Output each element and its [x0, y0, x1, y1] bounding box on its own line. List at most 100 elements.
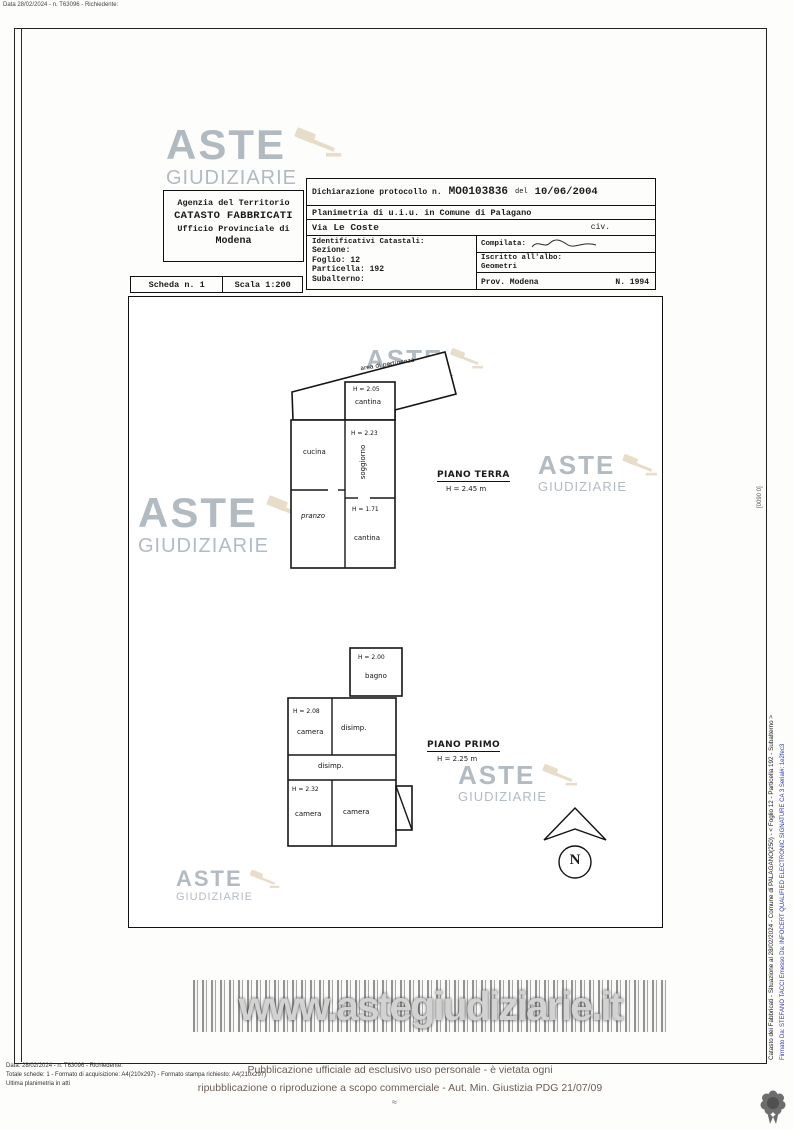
piano-primo-floorplan [287, 647, 413, 847]
albo-value: Geometri [481, 263, 518, 271]
foglio-field: Foglio: 12 [312, 255, 361, 265]
watermark-text: GIUDIZIARIE [138, 535, 270, 557]
watermark-text: ASTE [458, 760, 536, 790]
gavel-icon [249, 869, 279, 888]
declaration-label: Dichiarazione protocollo n. [312, 187, 442, 197]
barcode-stripes [193, 980, 667, 1032]
watermark-text: GIUDIZIARIE [458, 789, 548, 804]
numero-value: N. 1994 [615, 278, 649, 287]
aste-watermark: ASTE GIUDIZIARIE [538, 452, 659, 493]
footer-meta-line: Ultima planimetria in atti [6, 1081, 71, 1087]
identificativi-label: Identificativi Catastali: [312, 238, 425, 246]
top-meta-text: Data 28/02/2024 - n. T63096 - Richiedent… [3, 2, 119, 8]
compilata-label: Compilata: [481, 240, 527, 248]
declaration-row: Dichiarazione protocollo n. MO0103836 de… [307, 179, 655, 206]
room-height-label: H = 2.23 [351, 430, 378, 437]
via-row: Via Le Coste civ. [307, 220, 655, 236]
agency-line: Ufficio Provinciale di [177, 224, 290, 234]
compiler-column: Compilata: Iscritto all'albo: Geometri P… [477, 236, 655, 289]
side-code-text: [0090 0] [757, 486, 763, 508]
del-label: del [515, 188, 528, 196]
planimetria-row: Planimetria di u.i.u. in Comune di Palag… [307, 206, 655, 220]
gavel-icon [294, 127, 342, 157]
footer-squiggle: ≈ [392, 1097, 397, 1107]
compilata-row: Compilata: [477, 236, 655, 253]
room-label-cantina: cantina [355, 398, 381, 406]
piano-primo-height: H = 2.25 m [437, 755, 478, 763]
page-frame [14, 28, 767, 1064]
page-frame-inner-line [21, 28, 22, 1062]
protocol-number: MO0103836 [448, 186, 509, 198]
watermark-text: ASTE [176, 866, 243, 891]
declaration-table: Dichiarazione protocollo n. MO0103836 de… [306, 178, 656, 290]
piano-terra-height: H = 2.45 m [446, 485, 487, 493]
room-label-pranzo: pranzo [301, 512, 326, 520]
sezione-field: Sezione: [312, 246, 351, 255]
legal-notice-line: ripubblicazione o riproduzione a scopo c… [197, 1082, 603, 1094]
gavel-icon [622, 453, 658, 476]
via-label: Via [312, 222, 328, 233]
via-value: Le Coste [333, 222, 379, 233]
footer-meta-line: Totale schede: 1 - Formato di acquisizio… [6, 1072, 267, 1078]
scheda-label: Scheda n. 1 [131, 277, 224, 292]
scala-label: Scala 1:200 [234, 279, 291, 290]
identifiers-section: Identificativi Catastali: Sezione: Fogli… [307, 236, 655, 289]
identifiers-column: Identificativi Catastali: Sezione: Fogli… [307, 236, 477, 289]
site-watermark-banner: www.astegiudiziarie.it [193, 980, 667, 1032]
room-height-label: H = 1.71 [352, 506, 379, 513]
gavel-icon [542, 763, 578, 786]
room-label-camera: camera [343, 808, 370, 816]
agency-line: Agenzia del Territorio [177, 198, 290, 208]
rosette-stamp-icon [760, 1090, 786, 1124]
footer-meta-line: Data: 28/02/2024 - n. T63096 - Richieden… [6, 1063, 123, 1069]
prov-row: Prov. Modena N. 1994 [477, 273, 655, 289]
aste-watermark: ASTE GIUDIZIARIE [166, 124, 344, 188]
room-label-disimp: disimp. [318, 762, 344, 770]
watermark-text: ASTE [166, 121, 287, 168]
aste-watermark: ASTE GIUDIZIARIE [138, 492, 316, 556]
aste-watermark: ASTE GIUDIZIARIE [458, 762, 579, 803]
iscritto-row: Iscritto all'albo: Geometri [477, 253, 655, 273]
north-arrow-icon [543, 806, 607, 879]
room-height-label: H = 2.08 [293, 708, 320, 715]
north-letter: N [569, 852, 581, 868]
room-label-cucina: cucina [303, 448, 326, 456]
subalterno-field: Subalterno: [312, 274, 365, 284]
watermark-text: GIUDIZIARIE [538, 479, 628, 494]
room-label-disimp: disimp. [341, 724, 367, 732]
piano-primo-title: PIANO PRIMO [427, 740, 501, 752]
legal-notice-line: Pubblicazione ufficiale ad esclusivo uso… [247, 1064, 553, 1076]
site-url-watermark: www.astegiudiziarie.it [238, 982, 624, 1029]
signature-scribble [531, 239, 597, 248]
room-height-label: H = 2.32 [292, 786, 319, 793]
watermark-text: ASTE [138, 489, 259, 536]
room-label-bagno: bagno [365, 672, 387, 680]
watermark-text: ASTE [538, 450, 616, 480]
ground-floor-outline [290, 419, 396, 569]
planimetria-text: Planimetria di u.i.u. in Comune di Palag… [312, 207, 532, 218]
aste-watermark: ASTE GIUDIZIARIE [176, 868, 281, 903]
side-signature-text: Firmato Da: STEFANO TACCI Emesso Da: INF… [780, 743, 786, 1060]
agency-header-box: Agenzia del Territorio CATASTO FABBRICAT… [163, 190, 304, 262]
room-label-camera: camera [297, 728, 324, 736]
protocol-date: 10/06/2004 [534, 186, 598, 198]
scheda-bar: Scheda n. 1 Scala 1:200 [130, 276, 303, 293]
watermark-text: GIUDIZIARIE [166, 167, 298, 189]
room-label-cantina: cantina [354, 534, 380, 542]
room-height-label: H = 2.00 [358, 654, 385, 661]
iscritto-label: Iscritto all'albo: [481, 254, 563, 262]
piano-terra-floorplan [290, 351, 457, 569]
room-label-soggiorno: soggiorno [359, 444, 367, 480]
bagno-room [349, 647, 403, 697]
first-floor-outline [287, 697, 397, 847]
room-height-label: H = 2.05 [353, 386, 380, 393]
side-cadastral-text: Catasto dei Fabbricati - Situazione al 2… [768, 715, 775, 1060]
piano-terra-title: PIANO TERRA [437, 470, 510, 482]
prov-label: Prov. Modena [481, 278, 539, 287]
particella-field: Particella: 192 [312, 265, 385, 274]
agency-line: CATASTO FABBRICATI [174, 210, 293, 222]
watermark-text: GIUDIZIARIE [176, 891, 254, 903]
civ-label: civ. [590, 223, 610, 232]
agency-line: Modena [215, 236, 252, 247]
room-label-camera: camera [295, 810, 322, 818]
